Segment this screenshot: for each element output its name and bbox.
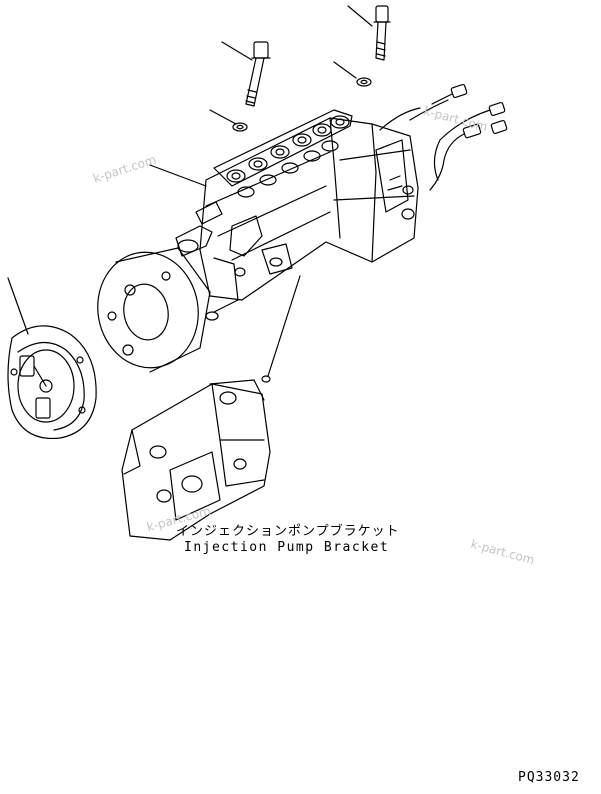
wire-connectors <box>379 84 508 191</box>
injection-pump-bracket <box>121 379 271 541</box>
part-name-japanese: インジェクションポンプブラケット <box>176 524 400 539</box>
injection-pump <box>175 109 419 321</box>
washers <box>232 77 372 383</box>
short-bolt <box>245 41 271 107</box>
leader-lines <box>7 5 373 377</box>
long-bolt <box>373 5 391 61</box>
diagram-code: PQ33032 <box>518 770 580 785</box>
drive-coupling <box>7 325 97 440</box>
part-name-english: Injection Pump Bracket <box>184 540 390 555</box>
coupling-flange <box>97 247 211 373</box>
pump-plunger-heads <box>226 115 350 198</box>
